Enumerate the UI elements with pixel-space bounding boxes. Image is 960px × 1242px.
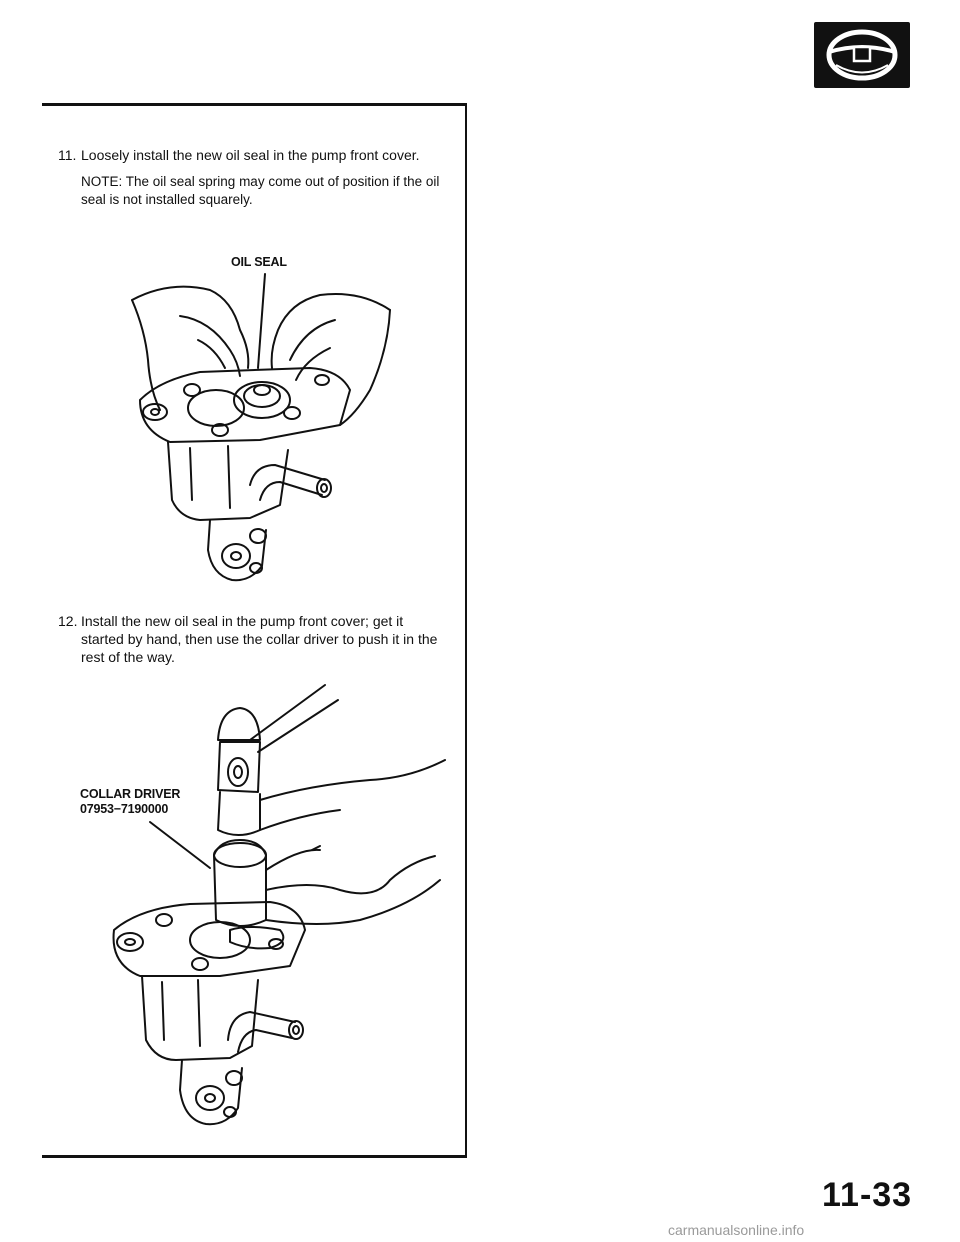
step-text: Install the new oil seal in the pump fro… bbox=[81, 613, 438, 665]
watermark: carmanualsonline.info bbox=[668, 1222, 805, 1238]
page-number: 11-33 bbox=[822, 1176, 913, 1214]
step-note: NOTE: The oil seal spring may come out o… bbox=[81, 174, 440, 207]
frame-top-rule bbox=[42, 103, 467, 106]
step-12: 12. Install the new oil seal in the pump… bbox=[58, 612, 448, 666]
step-text: Loosely install the new oil seal in the … bbox=[81, 147, 420, 163]
collar-driver-callout: COLLAR DRIVER bbox=[80, 787, 181, 801]
collar-driver-figure: COLLAR DRIVER 07953−7190000 bbox=[80, 680, 455, 1140]
frame-right-rule bbox=[465, 103, 467, 1157]
step-number: 11. bbox=[58, 147, 77, 163]
collar-driver-part-number: 07953−7190000 bbox=[80, 802, 169, 816]
oil-seal-callout: OIL SEAL bbox=[231, 255, 287, 269]
steering-wheel-icon bbox=[814, 22, 910, 88]
frame-bottom-rule bbox=[42, 1155, 467, 1158]
step-number: 12. bbox=[58, 613, 78, 629]
oil-seal-figure: OIL SEAL bbox=[100, 250, 420, 590]
step-11: 11. Loosely install the new oil seal in … bbox=[58, 146, 448, 209]
